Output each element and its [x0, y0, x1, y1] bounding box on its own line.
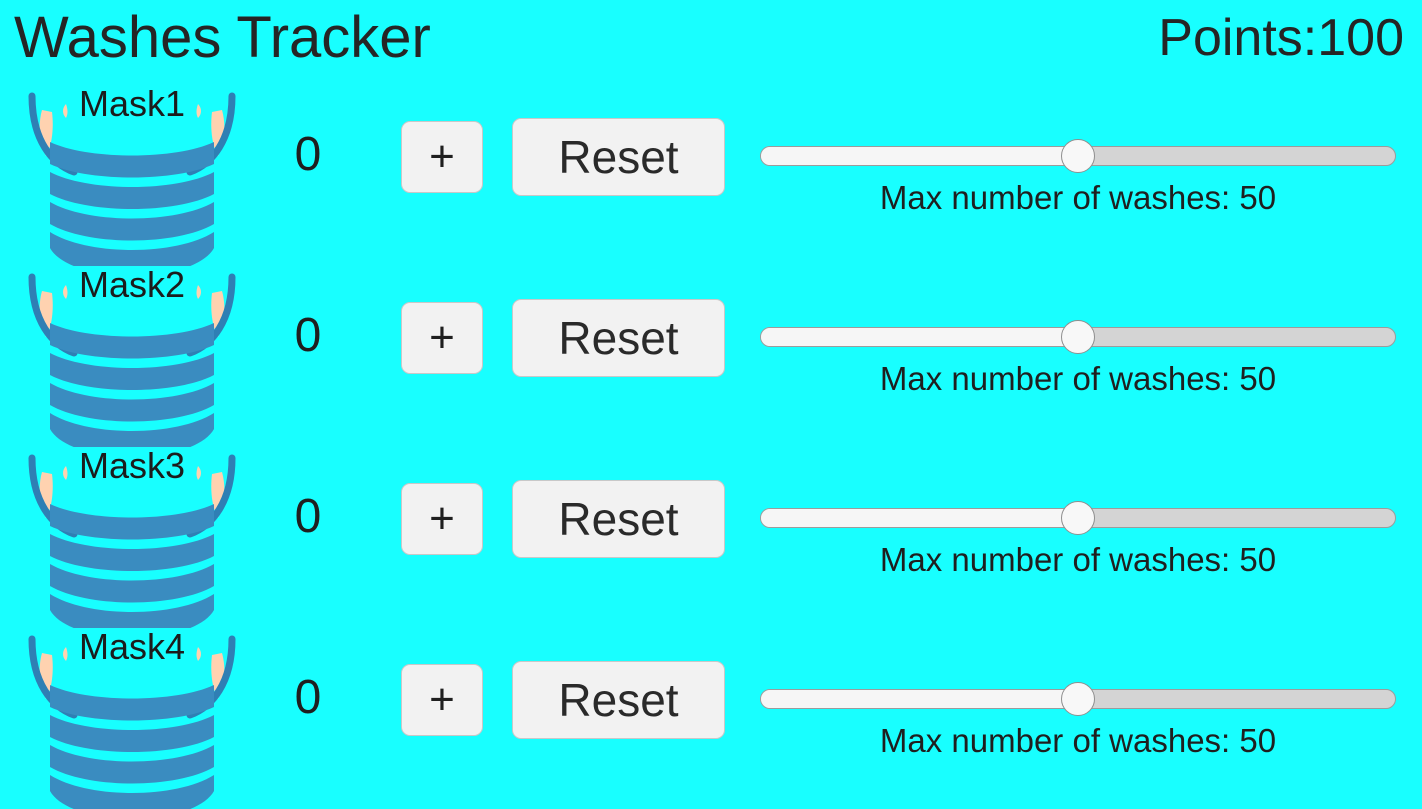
slider-thumb[interactable] [1061, 682, 1095, 716]
slider-filled-track [761, 509, 1078, 527]
mask-row-4: Mask4 0 + Reset Max number of washes: 50 [0, 621, 1422, 809]
slider-thumb[interactable] [1061, 139, 1095, 173]
slider-thumb[interactable] [1061, 501, 1095, 535]
max-washes-caption: Max number of washes: 50 [879, 541, 1277, 578]
app-header: Washes Tracker Points:100 [0, 0, 1422, 78]
increment-button[interactable]: + [401, 121, 483, 193]
face-mask-icon [28, 92, 236, 266]
mask-list: Mask1 0 + Reset Max number of washes: 50 [0, 78, 1422, 809]
reset-button[interactable]: Reset [512, 299, 725, 377]
points-display: Points:100 [1158, 9, 1404, 67]
wash-count: 0 [294, 128, 322, 181]
face-mask-icon [28, 454, 236, 628]
max-washes-caption: Max number of washes: 50 [879, 722, 1277, 759]
max-washes-caption: Max number of washes: 50 [879, 360, 1277, 397]
reset-button[interactable]: Reset [512, 661, 725, 739]
mask-row-3: Mask3 0 + Reset Max number of washes: 50 [0, 440, 1422, 628]
reset-button[interactable]: Reset [512, 118, 725, 196]
max-washes-caption: Max number of washes: 50 [879, 179, 1277, 216]
slider-filled-track [761, 690, 1078, 708]
increment-button[interactable]: + [401, 302, 483, 374]
face-mask-icon [28, 273, 236, 447]
mask-image-cell: Mask3 [8, 440, 256, 628]
max-washes-slider-cell: Max number of washes: 50 [760, 78, 1396, 259]
max-washes-slider-cell: Max number of washes: 50 [760, 440, 1396, 621]
mask-image-cell: Mask4 [8, 621, 256, 809]
mask-row-2: Mask2 0 + Reset Max number of washes: 50 [0, 259, 1422, 447]
mask-image-cell: Mask1 [8, 78, 256, 266]
wash-count: 0 [294, 671, 322, 724]
slider-filled-track [761, 147, 1078, 165]
mask-image-cell: Mask2 [8, 259, 256, 447]
face-mask-icon [28, 635, 236, 809]
slider-filled-track [761, 328, 1078, 346]
slider-thumb[interactable] [1061, 320, 1095, 354]
wash-count: 0 [294, 490, 322, 543]
page-title: Washes Tracker [14, 5, 431, 70]
wash-count: 0 [294, 309, 322, 362]
increment-button[interactable]: + [401, 483, 483, 555]
reset-button[interactable]: Reset [512, 480, 725, 558]
mask-row-1: Mask1 0 + Reset Max number of washes: 50 [0, 78, 1422, 266]
increment-button[interactable]: + [401, 664, 483, 736]
max-washes-slider-cell: Max number of washes: 50 [760, 621, 1396, 802]
max-washes-slider-cell: Max number of washes: 50 [760, 259, 1396, 440]
